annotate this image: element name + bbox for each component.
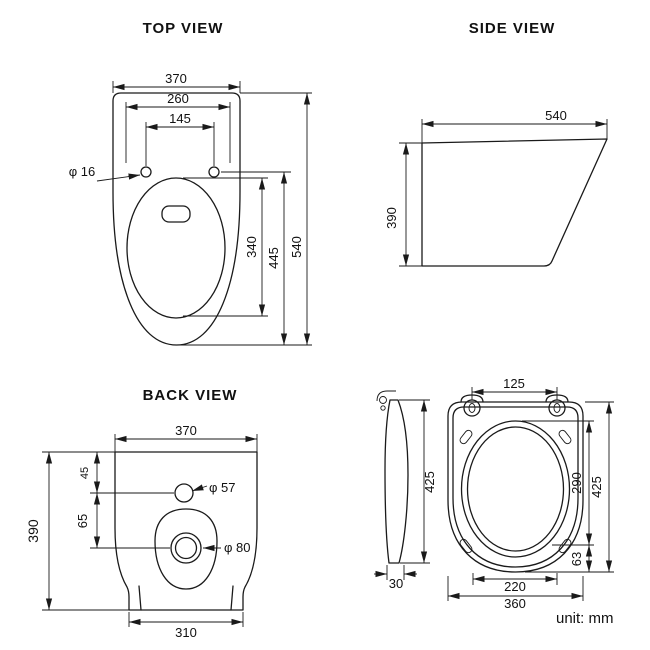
dim-label: 370: [175, 423, 197, 438]
dim-seat-profile-thickness: 30: [374, 570, 417, 591]
dim-back-overall-height: 390: [25, 452, 53, 610]
dim-back-base-width: 310: [129, 618, 243, 640]
seat-opening-inner: [466, 426, 565, 552]
top-view-hinge-hole-right: [208, 166, 220, 178]
dim-seat-front-gap: 63: [569, 545, 593, 572]
dim-top-bowl-opening-length: 340: [244, 178, 266, 316]
seat-hinge-slot-right: [553, 403, 561, 413]
dim-label: 65: [75, 514, 90, 528]
seat-bumper-top-right: [558, 429, 572, 445]
top-view-hinge-hole-left: [140, 166, 152, 178]
hinge-pin-small-icon: [380, 405, 386, 411]
seat-opening-outer: [460, 420, 571, 558]
dim-back-inlet-offset: 45: [79, 452, 101, 493]
seat-side-profile: 425 30: [374, 390, 437, 591]
dim-seat-overall-length: 425: [589, 402, 613, 572]
dim-back-outlet-diameter: φ 80: [203, 540, 251, 555]
back-view-base-contour-left: [138, 585, 142, 611]
seat-bumper-bottom-left: [459, 538, 473, 554]
dim-label: 445: [266, 247, 281, 269]
dim-label: 340: [244, 236, 259, 258]
top-view-bowl-opening: [126, 177, 226, 319]
dim-label: 425: [422, 471, 437, 493]
dim-top-overall-width: 370: [113, 71, 240, 91]
dim-side-overall-height: 390: [384, 143, 410, 266]
dim-seat-opening-width: 220: [473, 575, 557, 594]
dim-seat-profile-height: 425: [420, 400, 437, 563]
dim-label: 125: [503, 376, 525, 391]
dim-back-inlet-to-outlet: 65: [75, 493, 101, 548]
back-view-extension-lines: [42, 434, 258, 627]
side-view-extension-lines: [399, 119, 608, 267]
seat-hinge-slot-left: [468, 403, 476, 413]
dim-label: 360: [504, 596, 526, 611]
dim-top-hinge-hole-diameter: φ 16: [69, 164, 141, 182]
dim-label: φ 80: [224, 540, 251, 555]
dim-label: φ 16: [69, 164, 96, 179]
side-view-title: SIDE VIEW: [469, 20, 556, 37]
dim-seat-hinge-spacing: 125: [472, 376, 557, 396]
seat-bumper-bottom-right: [558, 538, 572, 554]
seat-detail-view: 425 30: [374, 376, 614, 611]
top-view-extension-lines: [112, 81, 312, 346]
dim-top-hinge-to-front: 445: [266, 172, 288, 345]
side-view: SIDE VIEW 540 390: [384, 20, 608, 267]
dim-label: 260: [167, 91, 189, 106]
back-view-trapway-outline: [154, 508, 218, 590]
dim-seat-overall-width: 360: [448, 592, 583, 611]
back-view-outlet-hole-outer: [170, 532, 202, 564]
dim-label: 63: [569, 552, 584, 566]
back-view-inlet-hole: [174, 483, 194, 503]
dim-label: 30: [389, 576, 403, 591]
hinge-bracket-icon: [376, 390, 396, 402]
back-view-title: BACK VIEW: [143, 387, 238, 404]
dim-top-hinge-hole-spacing: 145: [146, 111, 214, 131]
seat-outline-inner: [452, 406, 579, 568]
unit-label: unit: mm: [556, 610, 614, 627]
dim-label: 220: [504, 579, 526, 594]
dim-label: 370: [165, 71, 187, 86]
back-view-body-outline: [114, 451, 258, 611]
dim-label: 540: [289, 236, 304, 258]
dim-top-tank-width: 260: [126, 91, 230, 111]
seat-top-view: 125 290 63 425 220 360: [447, 376, 614, 611]
back-view-outlet-hole-inner: [174, 536, 198, 560]
top-view-bowl-outline: [112, 92, 241, 346]
back-view: BACK VIEW 370 45 65 φ 57: [25, 387, 258, 640]
dim-label: 310: [175, 625, 197, 640]
top-view-title: TOP VIEW: [143, 20, 224, 37]
dim-label: 45: [79, 467, 91, 479]
seat-outline-outer: [447, 401, 584, 573]
dim-label: 390: [384, 207, 399, 229]
hinge-pin-icon: [379, 396, 387, 404]
dim-label: 290: [569, 472, 584, 494]
top-view-flush-opening: [161, 205, 191, 223]
back-view-base-contour-right: [230, 585, 234, 611]
seat-bumper-top-left: [459, 429, 473, 445]
dim-label: 390: [25, 519, 41, 543]
dim-top-overall-length: 540: [289, 93, 311, 345]
side-view-body-outline: [421, 138, 608, 267]
seat-profile-outline: [384, 399, 409, 564]
dim-back-overall-width: 370: [115, 423, 257, 443]
dim-label: φ 57: [209, 480, 236, 495]
dim-label: 145: [169, 111, 191, 126]
dim-side-overall-length: 540: [422, 108, 607, 128]
dim-label: 540: [545, 108, 567, 123]
top-view: TOP VIEW 370 260 145: [69, 20, 312, 346]
dim-seat-opening-length: 290: [569, 421, 593, 545]
dim-back-inlet-diameter: φ 57: [191, 480, 236, 495]
dim-label: 425: [589, 476, 604, 498]
